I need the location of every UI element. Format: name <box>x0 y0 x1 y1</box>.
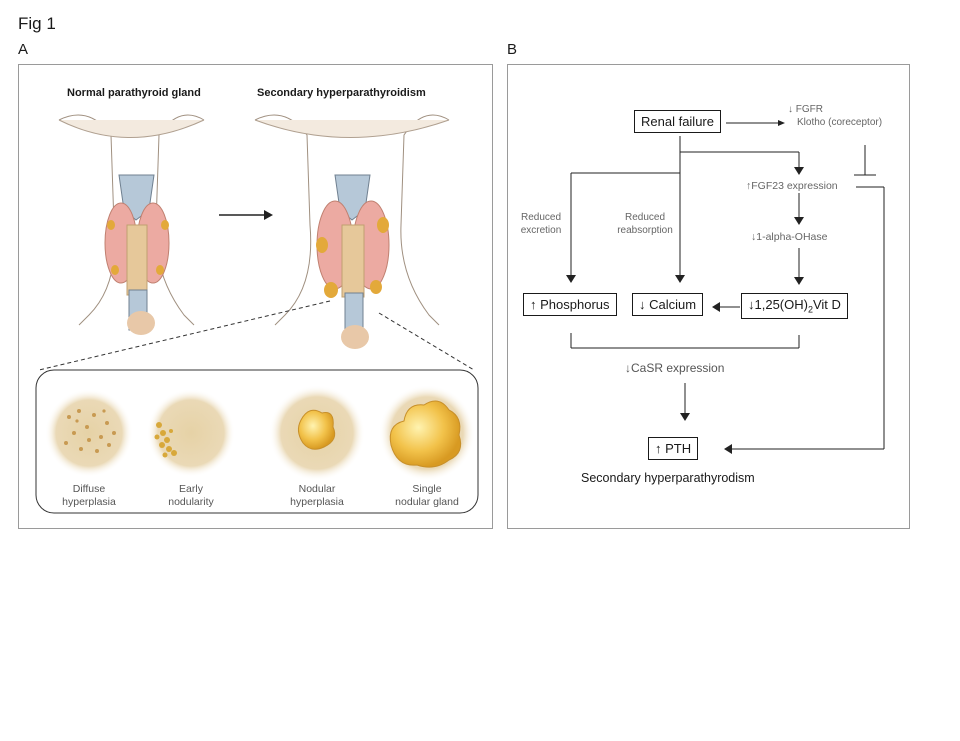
renal-failure-box: Renal failure <box>634 110 721 133</box>
panel-a: Normal parathyroid gland Secondary hyper… <box>18 64 493 529</box>
figure-title: Fig 1 <box>18 14 56 33</box>
stage-early-nodularity <box>147 389 235 477</box>
vitamin-d-box: ↓1,25(OH)2Vit D <box>741 293 848 319</box>
casr-note: ↓CaSR expression <box>625 361 725 375</box>
panel-a-letter: A <box>18 41 29 58</box>
phosphorus-box: ↑ Phosphorus <box>523 293 617 316</box>
normal-gland-header: Normal parathyroid gland <box>67 87 201 99</box>
stage-single-nodular-gland <box>379 385 475 481</box>
calcium-box: ↓ Calcium <box>632 293 704 316</box>
anatomy-illustration <box>35 114 479 514</box>
secondary-neck-drawing <box>254 114 450 349</box>
normal-neck-drawing <box>58 114 205 335</box>
flow-caption: Secondary hyperparathyrodism <box>581 471 755 485</box>
alpha-ohase-note: ↓1-alpha-OHase <box>751 231 828 243</box>
secondary-hpt-header: Secondary hyperparathyroidism <box>257 87 426 99</box>
pth-box: ↑ PTH <box>648 437 699 460</box>
fgf23-note: ↑FGF23 expression <box>746 180 838 192</box>
panel-b-letter: B <box>507 41 518 58</box>
flow-arrows <box>566 120 885 454</box>
panel-b: Renal failure ↓ FGFR Klotho (coreceptor)… <box>507 64 910 529</box>
stage-diffuse-hyperplasia <box>45 389 133 477</box>
stage-nodular-hyperplasia <box>269 385 365 481</box>
fgfr-klotho-note: ↓ FGFR Klotho (coreceptor) <box>788 104 883 128</box>
